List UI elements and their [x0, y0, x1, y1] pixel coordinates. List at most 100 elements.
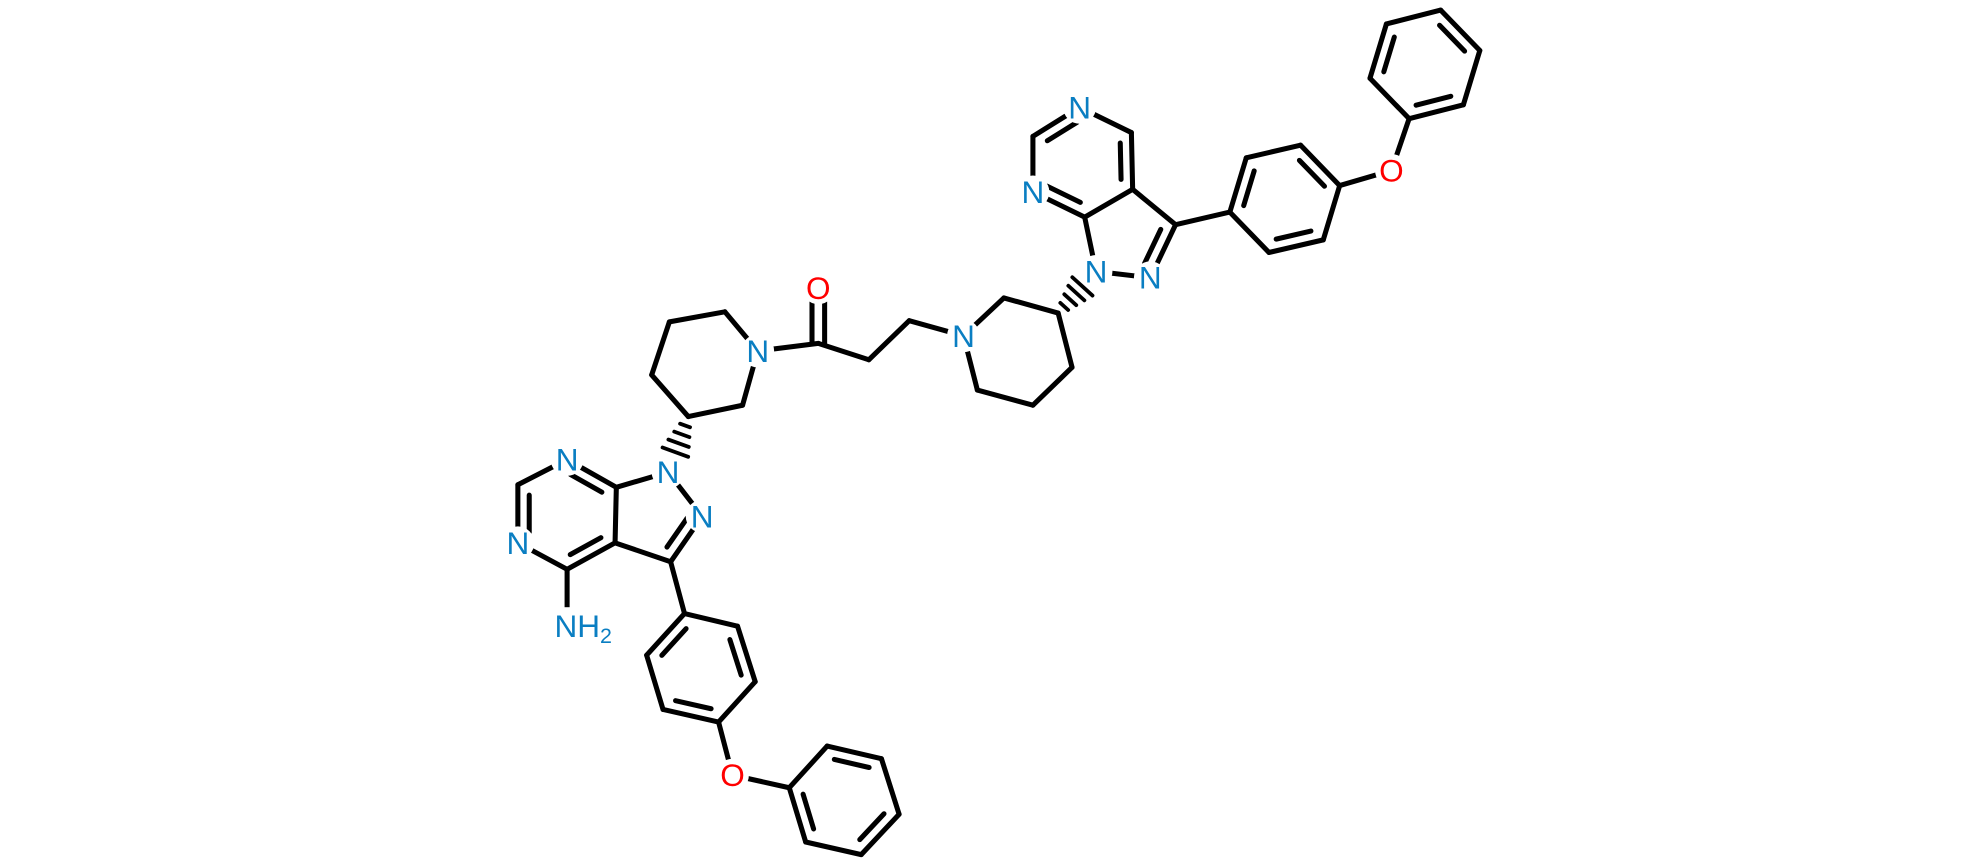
single-bond [803, 839, 864, 858]
label-background [1133, 261, 1167, 295]
single-bond [681, 610, 741, 629]
amine-label: NH2 [554, 608, 612, 648]
single-bond [1320, 183, 1343, 243]
label-background [1063, 90, 1097, 124]
double-bond-inner [1044, 119, 1080, 144]
label-background [741, 334, 775, 368]
nitrogen-atom-label: N [1085, 253, 1108, 289]
single-bond [668, 559, 688, 617]
double-bond [824, 743, 884, 762]
single-bond [649, 319, 672, 378]
label-background [685, 499, 719, 533]
double-bond-inner [1437, 22, 1468, 54]
double-bond-inner [659, 626, 689, 658]
label-background [501, 526, 535, 560]
double-bond [734, 623, 758, 685]
single-bond [685, 402, 746, 420]
single-bond [866, 318, 912, 363]
single-bond [815, 340, 872, 363]
label-background [1016, 175, 1050, 209]
hashed-wedge-bond [1058, 300, 1071, 312]
single-bond [1227, 209, 1272, 256]
single-bond [1173, 209, 1233, 228]
single-bond [1082, 186, 1136, 220]
label-background [550, 443, 584, 476]
double-bond-inner [1044, 183, 1083, 205]
double-bond [1266, 237, 1326, 256]
single-bond [1030, 364, 1075, 408]
oxygen-atom-label: O [720, 757, 745, 793]
hashed-wedge-bond [1062, 292, 1079, 308]
double-bond-inner [1273, 228, 1314, 242]
double-bond-inner [857, 811, 887, 843]
single-bond [1367, 75, 1412, 122]
hashed-wedge-bond [678, 421, 692, 430]
nitrogen-atom-label: N [952, 318, 975, 354]
single-bond [612, 540, 674, 565]
double-bond-inner [1142, 226, 1164, 266]
hashed-wedge-bond [666, 437, 691, 449]
single-bond [1130, 186, 1179, 228]
amine-label-subscript: 2 [600, 624, 612, 648]
nitrogen-atom-label: N [506, 525, 529, 561]
nitrogen-atom-label: N [1022, 174, 1045, 210]
double-bond-inner [800, 791, 817, 832]
single-bond [1383, 7, 1444, 27]
hashed-wedge-bond [660, 445, 691, 459]
label-background [651, 455, 685, 489]
single-bond [1001, 295, 1061, 316]
double-bond [660, 706, 722, 725]
double-bond-inner [727, 637, 744, 678]
double-bond-inner [1117, 140, 1124, 182]
amine-label-main: NH [554, 608, 600, 644]
single-bond [649, 372, 691, 420]
bonds [515, 7, 1483, 858]
double-bond-inner [831, 756, 872, 771]
single-bond [1055, 310, 1075, 370]
label-background [549, 607, 628, 651]
hashed-wedge-bond [1066, 283, 1087, 303]
nitrogen-atom-label: N [1068, 89, 1091, 125]
oxygen-atom-label: O [1379, 152, 1404, 188]
double-bond [1227, 155, 1249, 215]
double-bond [1367, 21, 1389, 81]
single-bond [786, 743, 830, 791]
label-background [947, 319, 980, 353]
single-bond [644, 652, 666, 712]
nitrogen-atom-label: N [657, 454, 680, 490]
double-bond [1298, 142, 1343, 189]
single-bond [1243, 142, 1304, 161]
double-bond-inner [1296, 157, 1328, 189]
hashed-wedge-bond [1070, 275, 1095, 298]
double-bond-inner [1241, 168, 1257, 209]
nitrogen-atom-label: N [746, 333, 769, 369]
double-bond [564, 540, 618, 572]
double-bond-inner [664, 515, 690, 550]
label-background [716, 758, 749, 792]
oxygen-atom-label: O [806, 270, 831, 306]
double-bond [1438, 7, 1483, 54]
nitrogen-atom-label: N [556, 442, 579, 478]
double-bond [786, 785, 809, 845]
double-bond [1406, 102, 1466, 122]
nitrogen-atom-label: N [691, 498, 714, 534]
single-bond [666, 309, 728, 325]
single-bond [612, 484, 619, 546]
label-background [1079, 255, 1113, 288]
single-bond [878, 756, 902, 817]
label-background [801, 271, 835, 305]
single-bond [1460, 47, 1483, 108]
double-bond [1128, 130, 1136, 192]
double-bond-inner [567, 471, 605, 495]
hashed-wedge-bond [672, 429, 692, 440]
double-bond-inner [673, 698, 714, 712]
single-bond [974, 387, 1036, 408]
double-bond-inner [1381, 34, 1397, 75]
nitrogen-atom-label: N [1139, 260, 1162, 296]
double-bond-inner [567, 535, 604, 558]
single-bond [716, 679, 758, 725]
double-bond-inner [1413, 93, 1454, 108]
double-bond [644, 610, 688, 658]
